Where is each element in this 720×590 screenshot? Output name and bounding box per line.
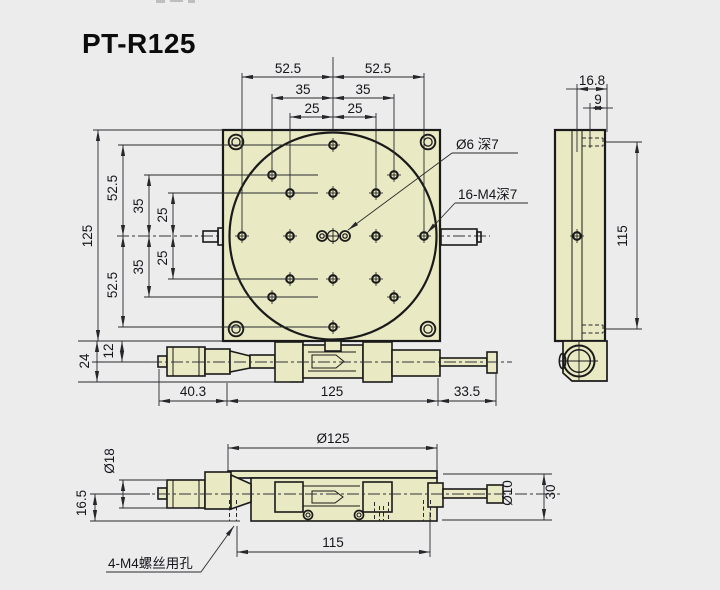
dim-16-5: 16.5: [74, 490, 89, 516]
dim-52-5-top-right: 52.5: [365, 61, 391, 76]
dim-125-width: 125: [321, 384, 344, 399]
dim-35-left-top: 35: [131, 198, 146, 213]
dim-30: 30: [543, 484, 558, 499]
dim-24: 24: [77, 353, 92, 369]
front-actuator: [150, 340, 512, 383]
dim-25-left-top: 25: [155, 207, 170, 222]
callout-center-hole: Ø6 深7: [456, 137, 499, 152]
dim-52-5-left-top: 52.5: [105, 175, 120, 201]
right-adjuster-stub: [440, 228, 482, 246]
side-knob: [560, 342, 598, 380]
screen-edge-artifact: [156, 0, 195, 3]
bottom-view-dimensions: Ø125 115 Ø18 16.5 30 Ø10 4-M4螺丝用孔: [74, 431, 558, 573]
dim-115-bottom: 115: [322, 535, 344, 550]
dim-12: 12: [101, 343, 116, 358]
dim-40-3: 40.3: [180, 384, 206, 399]
dim-35-top-left: 35: [295, 82, 310, 97]
plan-view: [117, 57, 490, 343]
dim-16-8: 16.8: [579, 73, 605, 88]
callout-thread-holes: 16-M4深7: [458, 187, 517, 202]
side-view-dimensions: 16.8 9 115: [566, 73, 642, 330]
dim-35-top-right: 35: [355, 82, 370, 97]
center-hole-cluster: [316, 228, 351, 244]
dim-33-5: 33.5: [454, 384, 480, 399]
bottom-screws: [302, 509, 365, 521]
plan-left-dimensions: 125 52.5 52.5 35 35 25 25: [78, 129, 327, 342]
side-view: [553, 128, 608, 382]
dim-25-top-right: 25: [347, 101, 362, 116]
dim-25-left-bottom: 25: [155, 250, 170, 265]
bottom-view: [95, 470, 560, 522]
dim-9: 9: [594, 92, 602, 107]
dim-125-left: 125: [80, 225, 95, 248]
dim-25-top-left: 25: [304, 101, 319, 116]
dim-d18: Ø18: [102, 448, 117, 474]
dim-d125: Ø125: [316, 431, 349, 446]
callout-m4-screw-holes: 4-M4螺丝用孔: [108, 556, 193, 571]
dim-115-side: 115: [615, 225, 630, 247]
hidden-screw-holes: [229, 500, 431, 521]
dim-52-5-left-bottom: 52.5: [105, 272, 120, 298]
left-adjuster-stub: [202, 227, 224, 246]
dim-d10: Ø10: [500, 480, 515, 506]
plan-callouts: Ø6 深7 16-M4深7: [347, 137, 528, 234]
page-title: PT-R125: [82, 28, 196, 59]
dim-35-left-bottom: 35: [131, 259, 146, 274]
dim-52-5-top-left: 52.5: [275, 61, 301, 76]
front-actuator-dimensions: 24 12 40.3 125 33.5: [77, 341, 497, 406]
plan-top-dimensions: 52.5 52.5 35 35 25 25: [241, 61, 425, 230]
